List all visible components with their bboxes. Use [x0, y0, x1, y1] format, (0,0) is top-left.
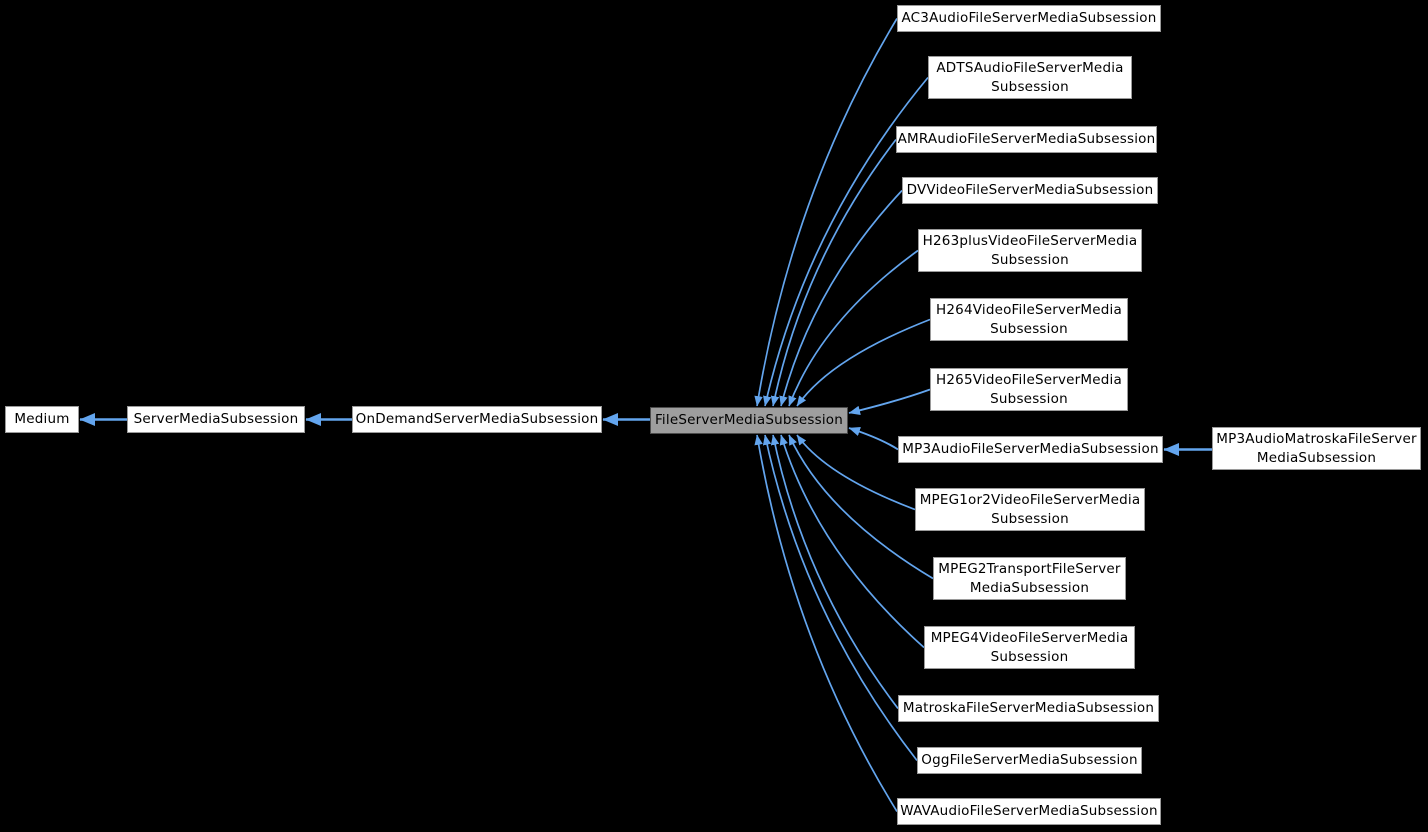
class-node-label: OnDemandServerMediaSubsession	[355, 411, 599, 427]
class-node-label: WAVAudioFileServerMediaSubsession	[900, 803, 1158, 819]
class-node-medium[interactable]: Medium	[5, 406, 79, 433]
class-node-servermediasubsession[interactable]: ServerMediaSubsession	[127, 406, 305, 433]
class-node-adtsaudiofileservermediasubsession[interactable]: ADTSAudioFileServerMedia Subsession	[928, 56, 1132, 99]
class-node-wavaudiofileservermediasubsession[interactable]: WAVAudioFileServerMediaSubsession	[897, 798, 1161, 825]
class-node-mpeg4videofileservermediasubsession[interactable]: MPEG4VideoFileServerMedia Subsession	[924, 626, 1135, 669]
class-node-label: MPEG4VideoFileServerMedia Subsession	[930, 629, 1129, 665]
class-node-label: MP3AudioFileServerMediaSubsession	[902, 441, 1159, 457]
class-node-h263plusvideofileservermediasubsession[interactable]: H263plusVideoFileServerMedia Subsession	[918, 229, 1142, 272]
class-node-h265videofileservermediasubsession[interactable]: H265VideoFileServerMedia Subsession	[930, 368, 1128, 411]
class-node-label: AC3AudioFileServerMediaSubsession	[901, 10, 1157, 26]
class-node-ac3audiofileservermediasubsession[interactable]: AC3AudioFileServerMediaSubsession	[897, 5, 1161, 32]
class-node-label: FileServerMediaSubsession	[654, 412, 844, 428]
class-node-label: MP3AudioMatroskaFileServer MediaSubsessi…	[1216, 430, 1417, 466]
class-node-label: ServerMediaSubsession	[133, 411, 299, 427]
class-node-oggfileservermediasubsession[interactable]: OggFileServerMediaSubsession	[917, 747, 1142, 774]
class-node-fileservermediasubsession-current[interactable]: FileServerMediaSubsession	[650, 407, 848, 434]
class-node-mp3audiofileservermediasubsession[interactable]: MP3AudioFileServerMediaSubsession	[898, 436, 1163, 463]
class-node-h264videofileservermediasubsession[interactable]: H264VideoFileServerMedia Subsession	[930, 298, 1128, 341]
class-node-label: H264VideoFileServerMedia Subsession	[936, 301, 1122, 337]
class-node-label: MatroskaFileServerMediaSubsession	[902, 700, 1155, 716]
class-node-label: MPEG1or2VideoFileServerMedia Subsession	[919, 491, 1141, 527]
class-node-mpeg2transportfileservermediasubsession[interactable]: MPEG2TransportFileServer MediaSubsession	[933, 557, 1126, 600]
class-node-label: Medium	[14, 411, 70, 427]
class-node-label: H265VideoFileServerMedia Subsession	[936, 371, 1122, 407]
class-node-amraudiofileservermediasubsession[interactable]: AMRAudioFileServerMediaSubsession	[896, 126, 1157, 153]
class-node-label: AMRAudioFileServerMediaSubsession	[897, 131, 1156, 147]
class-node-label: ADTSAudioFileServerMedia Subsession	[936, 59, 1124, 95]
class-node-dvvideofileservermediasubsession[interactable]: DVVideoFileServerMediaSubsession	[902, 177, 1158, 204]
class-node-mpeg1or2videofileservermediasubsession[interactable]: MPEG1or2VideoFileServerMedia Subsession	[915, 488, 1145, 531]
class-node-label: OggFileServerMediaSubsession	[921, 752, 1138, 768]
class-node-label: MPEG2TransportFileServer MediaSubsession	[938, 560, 1121, 596]
class-node-label: H263plusVideoFileServerMedia Subsession	[922, 232, 1138, 268]
class-node-label: DVVideoFileServerMediaSubsession	[906, 182, 1154, 198]
class-node-ondemandservermediasubsession[interactable]: OnDemandServerMediaSubsession	[352, 406, 602, 433]
class-node-mp3audiomatroskafileservermediasubsession[interactable]: MP3AudioMatroskaFileServer MediaSubsessi…	[1212, 427, 1421, 470]
class-node-matroskafileservermediasubsession[interactable]: MatroskaFileServerMediaSubsession	[898, 695, 1159, 722]
